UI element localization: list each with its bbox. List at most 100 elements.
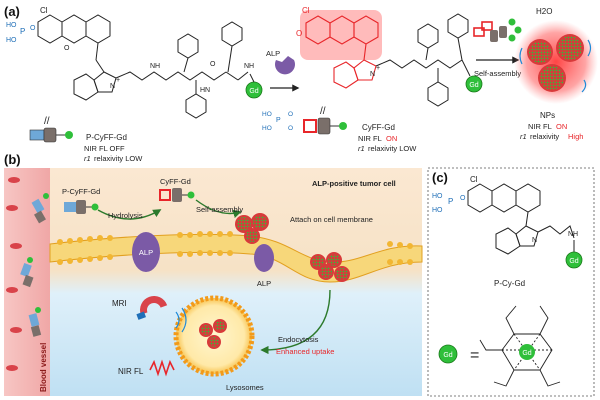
enhanced-uptake-label: Enhanced uptake <box>276 347 334 356</box>
relax-state-middle: relaxivity LOW <box>368 144 417 153</box>
atom-o2-left: O <box>64 45 70 52</box>
arrow-self-assembly-b <box>195 199 242 218</box>
atom-plus-left: + <box>116 77 120 84</box>
membrane-heads <box>57 231 413 265</box>
fl-state-middle-prefix: NIR FL <box>358 134 382 143</box>
molecule-cyff-gd: Gd <box>300 10 483 107</box>
blood-vessel-label: Blood vessel <box>39 343 48 392</box>
alp-enzyme-1 <box>132 232 160 272</box>
atom-cl-left: Cl <box>40 6 48 15</box>
gd-center-text: Gd <box>522 350 531 357</box>
relax-state-left: relaxivity LOW <box>94 154 143 163</box>
atom-nh1-left: NH <box>150 63 160 70</box>
fl-state-middle-value: ON <box>386 134 397 143</box>
alp-label-a: ALP <box>266 49 280 58</box>
atom-n-left: N <box>110 83 115 90</box>
relax-state-nps-prefix: relaxivity <box>530 132 559 141</box>
atom-ho2-left: HO <box>6 37 17 44</box>
mri-label: MRI <box>112 299 127 308</box>
alp-enzyme-icon <box>275 56 295 75</box>
cell-label: ALP-positive tumor cell <box>312 179 396 188</box>
assembly-cartoon <box>473 18 522 42</box>
endocytosis-label: Endocytosis <box>278 335 319 344</box>
atom-p-left: P <box>20 27 25 36</box>
self-assembly-label-b: Self-assembly <box>196 205 243 214</box>
panel-c: (c) Cl P HO HO O N NH Gd P-Cy-Gd Gd = <box>427 167 595 397</box>
atom-ho1-left: HO <box>6 22 17 29</box>
atom-n-c: N <box>532 237 537 244</box>
atom-o3-left: O <box>210 61 216 68</box>
phosphate-ho1: HO <box>262 111 272 118</box>
phosphate-p: P <box>276 117 281 124</box>
probe-cartoon-middle <box>303 117 347 135</box>
product-label-b: CyFF-Gd <box>160 177 191 186</box>
probe-label-b: P-CyFF-Gd <box>62 187 100 196</box>
panel-b-label: (b) <box>4 152 21 167</box>
magnet-icon <box>136 296 168 320</box>
molecule-p-cy-gd <box>467 183 575 255</box>
probe-cartoon-left <box>29 127 73 143</box>
gd-badge-c-legend-text: Gd <box>443 352 452 359</box>
panel-b: (b) Blood vessel <box>4 152 423 396</box>
phosphate-ho2: HO <box>262 125 272 132</box>
nanoparticles <box>514 20 598 104</box>
gd-badge-left-text: Gd <box>249 88 258 95</box>
phosphate-group: HO P O HO O <box>262 111 293 132</box>
nir-fl-wave <box>149 359 175 377</box>
relax-state-nps-value: High <box>568 132 583 141</box>
molecule-name-c: P-Cy-Gd <box>494 279 525 288</box>
molecule-p-cyff-gd <box>37 14 249 119</box>
hydrolysis-label: Hydrolysis <box>108 211 143 220</box>
relax-symbol-nps: r1 <box>520 132 527 141</box>
atom-o-c: O <box>460 195 466 202</box>
probe-cartoon-b1 <box>64 200 99 214</box>
alp-enzyme-2 <box>254 244 274 272</box>
atom-hn-left: HN <box>200 87 210 94</box>
atom-o-left: O <box>30 25 36 32</box>
atom-o-middle: O <box>296 29 302 38</box>
molecule-name-left: P-CyFF-Gd <box>86 133 127 142</box>
parallel-mark-middle: // <box>320 106 326 117</box>
nir-fl-label: NIR FL <box>118 367 144 376</box>
gd-badge-c-legend <box>438 344 458 364</box>
phosphate-o1: O <box>288 111 293 118</box>
atom-cl-c: Cl <box>470 175 478 184</box>
atom-ho1-c: HO <box>432 193 443 200</box>
self-assembly-label-a: Self-assembly <box>474 69 521 78</box>
panel-a-label: (a) <box>4 4 20 19</box>
arrow-endocytosis <box>260 289 331 355</box>
red-blood-cells <box>6 177 22 371</box>
probe-cartoons-vessel <box>20 193 49 337</box>
fl-state-left: NIR FL OFF <box>84 144 125 153</box>
nps-name: NPs <box>540 111 555 120</box>
nps-on-membrane <box>235 213 350 282</box>
equals-sign: = <box>470 347 479 364</box>
molecule-name-middle: CyFF-Gd <box>362 123 395 132</box>
atom-n-middle: N <box>370 71 375 78</box>
alp-label-b1: ALP <box>139 248 153 257</box>
phosphate-o2: O <box>288 125 293 132</box>
fl-state-nps-prefix: NIR FL <box>528 122 552 131</box>
atom-nh2-left: NH <box>244 63 254 70</box>
atom-cl-middle: Cl <box>302 6 310 15</box>
relax-symbol-left: r1 <box>84 154 91 163</box>
fl-state-nps-value: ON <box>556 122 567 131</box>
attach-label: Attach on cell membrane <box>290 215 373 224</box>
atom-ho2-c: HO <box>432 207 443 214</box>
probe-cartoon-b2 <box>159 188 195 202</box>
atom-plus-middle: + <box>376 65 380 72</box>
gd-center <box>519 344 535 360</box>
panel-c-label: (c) <box>432 170 448 185</box>
atom-nh-c: NH <box>568 231 578 238</box>
lysosome <box>173 295 255 377</box>
panel-a: (a) Cl P HO HO O O <box>4 4 598 163</box>
relax-symbol-middle: r1 <box>358 144 365 153</box>
atom-p-c: P <box>448 197 453 206</box>
alp-label-b2: ALP <box>257 279 271 288</box>
gd-badge-middle <box>465 75 483 93</box>
arrow-hydrolysis <box>97 209 162 220</box>
gd-badge-c-mol <box>565 251 583 269</box>
parallel-mark-left: // <box>44 116 50 127</box>
gd-badge-c-mol-text: Gd <box>569 258 578 265</box>
